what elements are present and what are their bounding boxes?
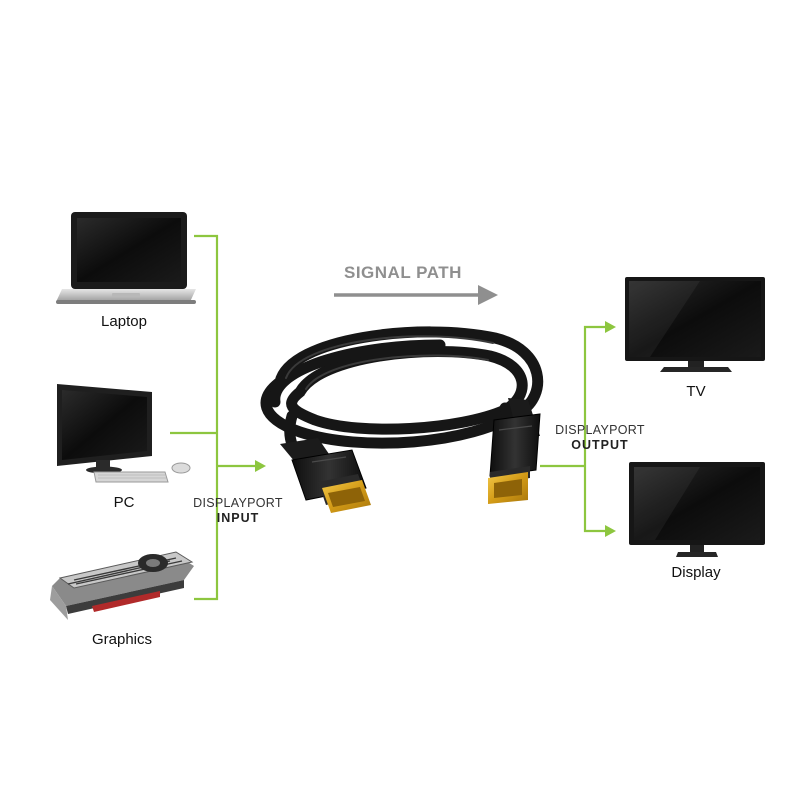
input-port-line2: INPUT [216, 511, 260, 525]
laptop-icon [56, 212, 196, 304]
tv-icon [625, 277, 765, 372]
graphics-label: Graphics [91, 631, 153, 648]
input-port-label: DISPLAYPORT INPUT [188, 496, 288, 526]
desktop-pc-icon [57, 384, 191, 483]
output-arrowhead-display-icon [605, 525, 616, 537]
display-label: Display [671, 564, 721, 581]
signal-path-arrow [334, 285, 498, 305]
output-port-line1: DISPLAYPORT [555, 423, 645, 437]
input-connector-lines [170, 234, 256, 601]
output-port-line2: OUTPUT [571, 438, 629, 452]
output-arrowhead-tv-icon [605, 321, 616, 333]
output-plug-icon [488, 398, 541, 504]
monitor-icon [629, 462, 765, 557]
input-arrowhead-icon [255, 460, 266, 472]
input-port-line1: DISPLAYPORT [193, 496, 283, 510]
laptop-label: Laptop [101, 313, 147, 330]
signal-path-label: SIGNAL PATH [344, 263, 462, 282]
graphics-card-icon [50, 551, 194, 620]
pc-label: PC [113, 494, 135, 511]
output-connector-lines [540, 325, 606, 533]
input-plug-icon [280, 438, 371, 513]
output-port-label: DISPLAYPORT OUTPUT [550, 423, 650, 453]
tv-label: TV [686, 383, 706, 400]
